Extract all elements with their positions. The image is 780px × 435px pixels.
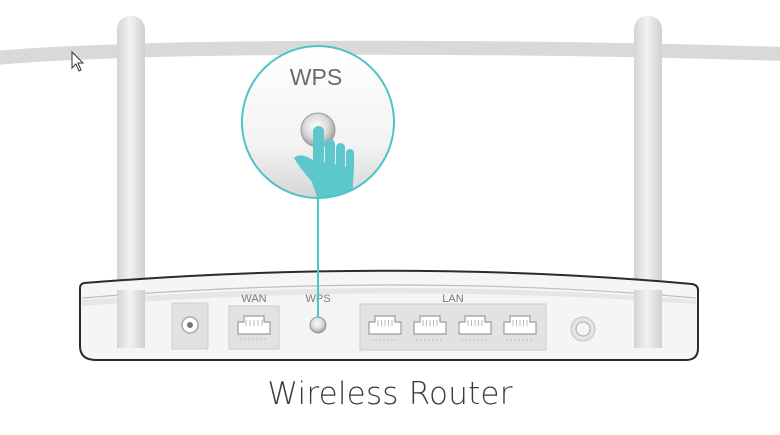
mouse-cursor-icon (71, 50, 85, 72)
lan-ports (359, 303, 547, 351)
antenna-right-base (634, 290, 662, 348)
lan-port (368, 315, 402, 341)
lan-port (503, 315, 537, 341)
lan-port (413, 315, 447, 341)
power-button (570, 316, 596, 342)
lan-port (458, 315, 492, 341)
background-cable (0, 40, 780, 65)
antenna-right (634, 16, 662, 348)
wan-label: WAN (241, 293, 266, 305)
antenna-left-base (117, 290, 145, 348)
antenna-left (117, 16, 145, 348)
lan-label: LAN (442, 293, 463, 305)
diagram-caption: Wireless Router (267, 376, 513, 412)
wps-callout: WPS (241, 45, 395, 199)
wan-port (228, 305, 280, 350)
callout-title: WPS (290, 64, 342, 90)
wps-button (309, 316, 327, 334)
pointing-hand-icon (294, 126, 354, 198)
power-jack (171, 302, 209, 350)
